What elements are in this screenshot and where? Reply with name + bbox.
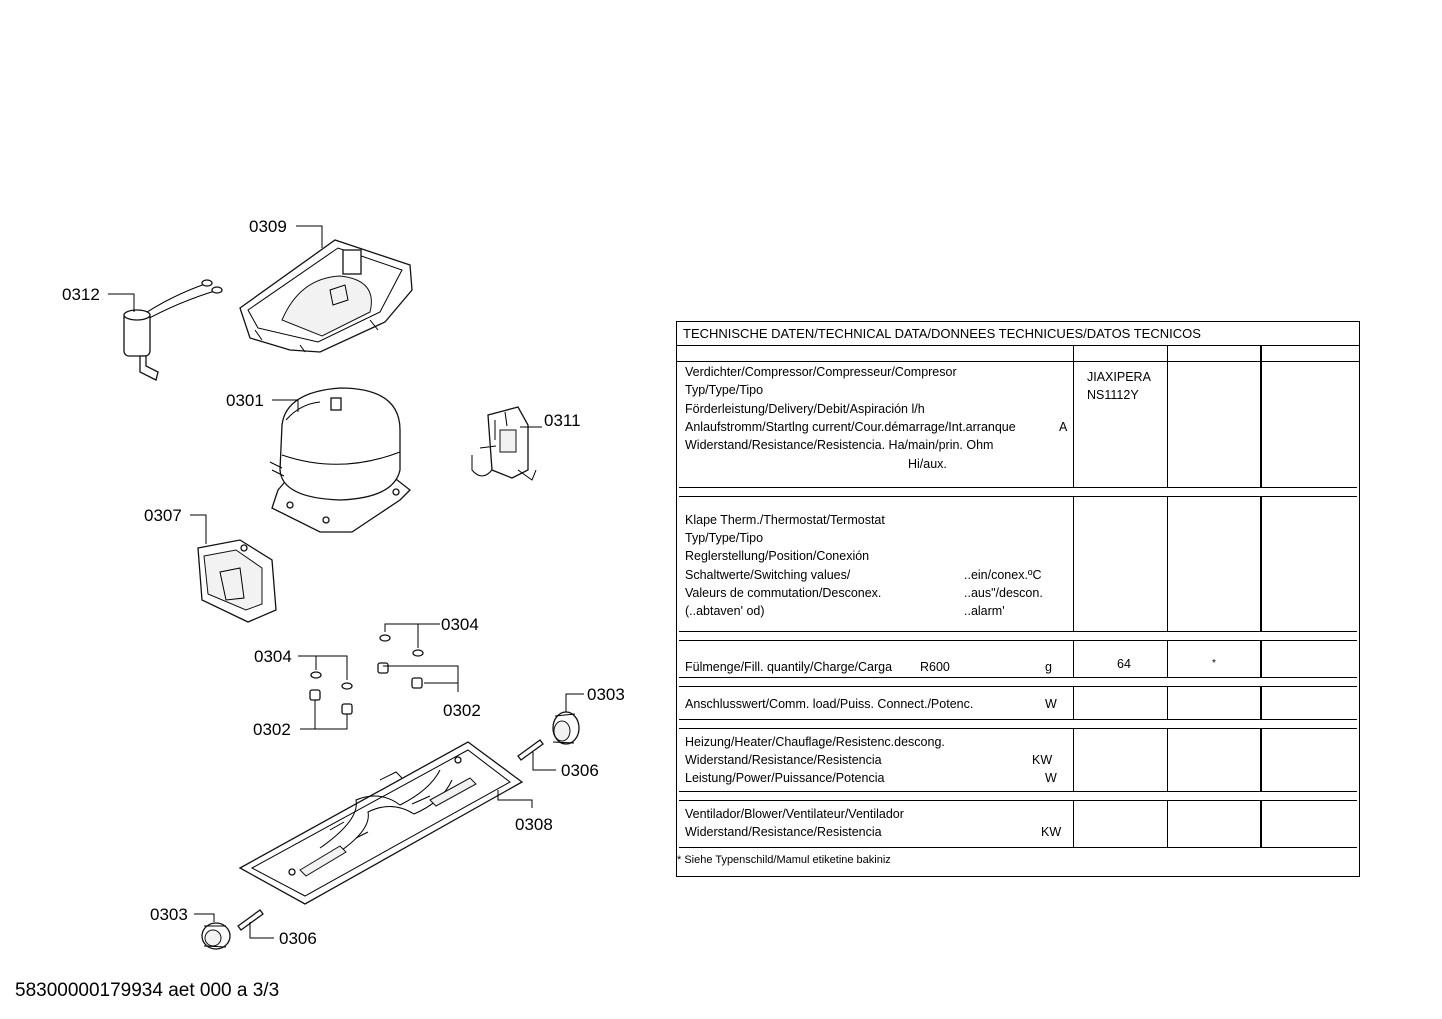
leader-0303-lower bbox=[194, 913, 215, 922]
connected-load-label: Anschlusswert/Comm. load/Puiss. Connect.… bbox=[685, 697, 974, 711]
leader-0302-left-b bbox=[315, 714, 348, 730]
leader-0304-left-a bbox=[298, 655, 348, 680]
fill-quantity-section: Fülmenge/Fill. quantily/Charge/Carga R60… bbox=[679, 640, 1357, 678]
part-0301-compressor bbox=[269, 387, 411, 533]
leader-0312 bbox=[108, 293, 135, 312]
table-footnote: * Siehe Typenschild/Mamul etiketine baki… bbox=[677, 854, 891, 866]
heater-label-1: Heizung/Heater/Chauflage/Resistenc.desco… bbox=[685, 735, 945, 749]
compressor-label-5: Widerstand/Resistance/Resistencia. Ha/ma… bbox=[685, 438, 994, 452]
part-0303-foot-lower bbox=[201, 922, 231, 950]
part-label-0301: 0301 bbox=[226, 391, 264, 410]
heater-unit-w: W bbox=[1045, 771, 1057, 785]
part-label-0303-upper: 0303 bbox=[587, 685, 625, 704]
fill-quantity-value-2: * bbox=[1212, 658, 1216, 669]
part-label-0302-right: 0302 bbox=[443, 701, 481, 720]
thermostat-label-1: Klape Therm./Thermostat/Termostat bbox=[685, 513, 885, 527]
leader-0308 bbox=[497, 790, 533, 808]
part-label-0308: 0308 bbox=[515, 815, 553, 834]
thermostat-label-6: (..abtaven' od) bbox=[685, 604, 765, 618]
part-label-0304-right: 0304 bbox=[441, 615, 479, 634]
part-label-0307: 0307 bbox=[144, 506, 182, 525]
part-label-0312: 0312 bbox=[62, 285, 100, 304]
blower-label-2: Widerstand/Resistance/Resistencia bbox=[685, 825, 882, 839]
thermostat-label-3: Reglerstellung/Position/Conexión bbox=[685, 549, 870, 563]
heater-label-3: Leistung/Power/Puissance/Potencia bbox=[685, 771, 885, 785]
heater-unit-kw: KW bbox=[1032, 753, 1053, 767]
compressor-label-6: Hi/aux. bbox=[908, 457, 947, 471]
heater-label-2: Widerstand/Resistance/Resistencia bbox=[685, 753, 882, 767]
document-id: 58300000179934 aet 000 a 3/3 bbox=[15, 980, 280, 1001]
compressor-section: Verdichter/Compressor/Compresseur/Compre… bbox=[679, 362, 1357, 488]
part-label-0304-left: 0304 bbox=[254, 647, 292, 666]
leader-0302-left-a bbox=[300, 700, 316, 730]
leader-0309 bbox=[296, 225, 323, 248]
part-0311-relay bbox=[471, 406, 537, 481]
part-label-0309: 0309 bbox=[249, 217, 287, 236]
technical-data-table: TECHNISCHE DATEN/TECHNICAL DATA/DONNEES … bbox=[676, 321, 1360, 877]
compressor-label-3: Förderleistung/Delivery/Debit/Aspiración… bbox=[685, 402, 925, 416]
thermostat-section: Klape Therm./Thermostat/Termostat Typ/Ty… bbox=[679, 496, 1357, 632]
part-0306-pin-upper bbox=[517, 739, 544, 761]
thermostat-label-5-right: ..aus"/descon. bbox=[964, 586, 1043, 600]
part-0307-terminal-cover bbox=[197, 539, 277, 623]
part-0308-base-plate bbox=[238, 741, 524, 905]
compressor-value-brand: JIAXIPERA bbox=[1087, 370, 1151, 384]
compressor-unit-a: A bbox=[1059, 420, 1068, 434]
compressor-label-2: Typ/Type/Tipo bbox=[685, 383, 764, 397]
washers-and-grommets bbox=[309, 634, 424, 715]
leader-0301 bbox=[272, 399, 299, 412]
blower-section: Ventilador/Blower/Ventilateur/Ventilador… bbox=[679, 800, 1357, 848]
part-0303-foot-upper bbox=[552, 711, 580, 745]
compressor-label-4: Anlaufstromm/Startlng current/Cour.démar… bbox=[685, 420, 1016, 434]
part-label-0303-lower: 0303 bbox=[150, 905, 188, 924]
part-0306-pin-lower bbox=[237, 909, 264, 931]
fill-quantity-value: 64 bbox=[1117, 657, 1131, 671]
refrigerant-type: R600 bbox=[920, 660, 950, 674]
blower-unit-kw: KW bbox=[1041, 825, 1062, 839]
table-header-row bbox=[677, 346, 1359, 362]
part-label-0306-lower: 0306 bbox=[279, 929, 317, 948]
thermostat-label-5: Valeurs de commutation/Desconex. bbox=[685, 586, 882, 600]
leader-0306-upper bbox=[532, 752, 556, 771]
thermostat-label-2: Typ/Type/Tipo bbox=[685, 531, 764, 545]
part-label-0302-left: 0302 bbox=[253, 720, 291, 739]
fill-quantity-unit: g bbox=[1045, 660, 1052, 674]
fill-quantity-label: Fülmenge/Fill. quantily/Charge/Carga bbox=[685, 660, 893, 674]
leader-0304-right-a bbox=[384, 623, 440, 632]
thermostat-label-4-right: ..ein/conex.ºC bbox=[964, 568, 1042, 582]
thermostat-label-4: Schaltwerte/Switching values/ bbox=[685, 568, 851, 582]
part-label-0311: 0311 bbox=[544, 411, 581, 430]
thermostat-label-6-right: ..alarm' bbox=[964, 604, 1005, 618]
heater-section: Heizung/Heater/Chauflage/Resistenc.desco… bbox=[679, 728, 1357, 792]
blower-label-1: Ventilador/Blower/Ventilateur/Ventilador bbox=[685, 807, 904, 821]
connected-load-unit: W bbox=[1045, 697, 1057, 711]
part-0312-capacitor bbox=[123, 279, 223, 381]
compressor-label-1: Verdichter/Compressor/Compresseur/Compre… bbox=[685, 365, 957, 379]
compressor-value-type: NS1112Y bbox=[1087, 388, 1139, 402]
leader-0306-lower bbox=[249, 922, 274, 939]
connected-load-section: Anschlusswert/Comm. load/Puiss. Connect.… bbox=[679, 686, 1357, 720]
part-label-0306-upper: 0306 bbox=[561, 761, 599, 780]
leader-0307 bbox=[190, 514, 207, 544]
part-0309-cover-box bbox=[239, 239, 413, 353]
table-title: TECHNISCHE DATEN/TECHNICAL DATA/DONNEES … bbox=[683, 326, 1201, 341]
table-title-row: TECHNISCHE DATEN/TECHNICAL DATA/DONNEES … bbox=[677, 322, 1359, 346]
leader-0303-upper bbox=[565, 693, 584, 712]
